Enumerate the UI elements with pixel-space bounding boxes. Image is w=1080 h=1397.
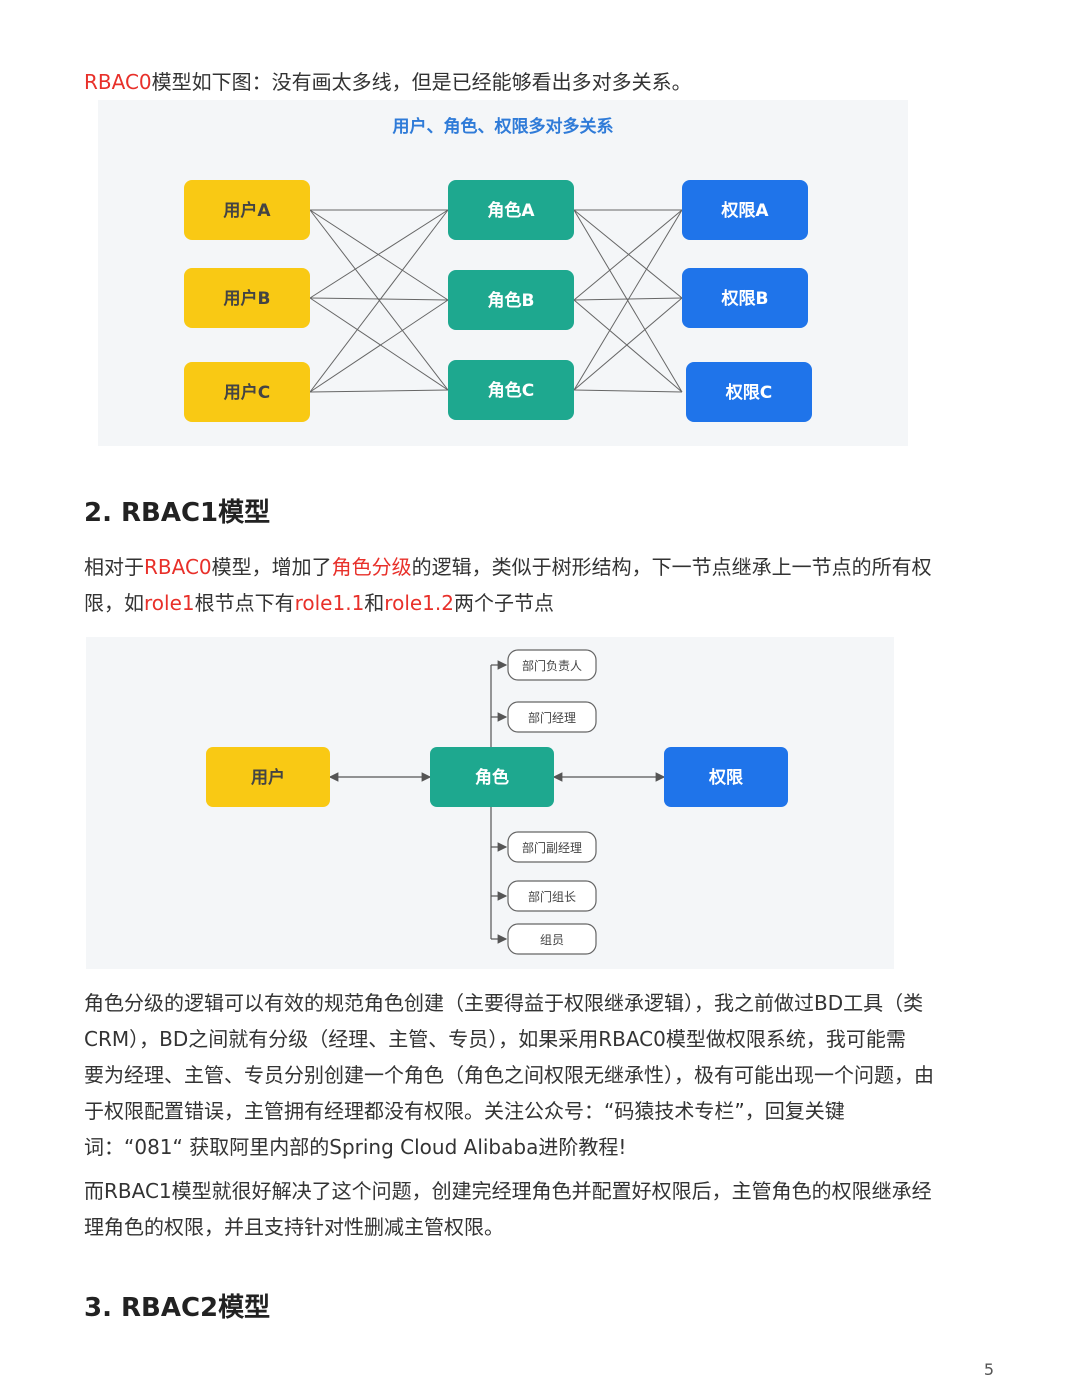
user-label: 用户 (251, 767, 285, 788)
child-role-label: 部门组长 (528, 889, 576, 904)
text-span: 的逻辑，类似于树形结构，下一节点继承上一节点的所有权 (411, 555, 932, 579)
role-a-label: 角色A (487, 200, 535, 221)
connection-line (573, 389, 683, 393)
child-role-node (507, 701, 597, 733)
user-node (206, 747, 330, 807)
text-span: 两个子节点 (453, 591, 554, 615)
text-span: 模型，增加了 (211, 555, 332, 579)
figure1-title: 用户、角色、权限多对多关系 (393, 116, 614, 137)
child-role-label: 组员 (540, 933, 564, 947)
connection-line (309, 297, 449, 301)
section-2-paragraph: 相对于RBAC0模型，增加了角色分级的逻辑，类似于树形结构，下一节点继承上一节点… (84, 549, 996, 621)
text-span: 根节点下有 (194, 591, 295, 615)
paragraph-line: 要为经理、主管、专员分别创建一个角色（角色之间权限无继承性），极有可能出现一个问… (84, 1063, 934, 1087)
child-role-node (507, 649, 597, 681)
connection-line (309, 299, 449, 393)
connection-line (573, 209, 683, 391)
paragraph-line: CRM），BD之间就有分级（经理、主管、专员），如果采用RBAC0模型做权限系统… (84, 1027, 906, 1051)
connection-line (573, 209, 683, 393)
highlight-role1-2: role1.2 (384, 591, 454, 615)
text-span: 和 (364, 591, 385, 615)
permission-c-node (686, 362, 812, 422)
permission-a-label: 权限A (720, 200, 769, 221)
user-b-node (184, 268, 310, 328)
highlight-role-hierarchy: 角色分级 (331, 555, 412, 579)
connection-line (573, 209, 683, 301)
role-c-node (448, 360, 574, 420)
paragraph-line: 角色分级的逻辑可以有效的规范角色创建（主要得益于权限继承逻辑），我之前做过BD工… (84, 991, 924, 1015)
highlight-role1: role1 (144, 591, 195, 615)
child-role-label: 部门负责人 (522, 658, 582, 673)
connection-line (309, 209, 449, 301)
hierarchy-explanation-paragraph: 角色分级的逻辑可以有效的规范角色创建（主要得益于权限继承逻辑），我之前做过BD工… (84, 985, 996, 1165)
role-c-label: 角色C (488, 380, 534, 401)
role-a-node (448, 180, 574, 240)
connection-line (573, 297, 683, 301)
connection-line (309, 209, 449, 391)
paragraph-line: 于权限配置错误，主管拥有经理都没有权限。关注公众号：“码猿技术专栏”，回复关键 (84, 1099, 845, 1123)
permission-b-label: 权限B (721, 288, 769, 309)
permission-b-node (682, 268, 808, 328)
permission-c-label: 权限C (725, 382, 772, 403)
child-role-node (507, 880, 597, 912)
figure1-connection-lines (309, 209, 683, 393)
permission-label: 权限 (708, 767, 743, 788)
connection-line (573, 297, 683, 391)
page-number: 5 (983, 1360, 994, 1379)
highlight-rbac0: RBAC0 (144, 555, 212, 579)
connection-line (309, 297, 449, 391)
paragraph-line: 理角色的权限，并且支持针对性删减主管权限。 (84, 1215, 504, 1239)
intro-text: RBAC0模型如下图：没有画太多线，但是已经能够看出多对多关系。 (84, 64, 996, 100)
intro-rest: 模型如下图：没有画太多线，但是已经能够看出多对多关系。 (151, 70, 692, 94)
highlight-role1-1: role1.1 (294, 591, 365, 615)
permission-a-node (682, 180, 808, 240)
connection-line (309, 389, 449, 393)
child-role-node (507, 831, 597, 863)
connection-line (573, 299, 683, 393)
permission-node (664, 747, 788, 807)
figure-many-to-many: 用户、角色、权限多对多关系 用户A 用户B 用户C 角色A 角色B 角色C 权限… (98, 100, 908, 446)
rbac1-solution-paragraph: 而RBAC1模型就很好解决了这个问题，创建完经理角色并配置好权限后，主管角色的权… (84, 1173, 996, 1245)
connection-line (309, 209, 449, 393)
user-b-label: 用户B (224, 288, 271, 309)
role-node (430, 747, 554, 807)
user-c-label: 用户C (224, 382, 270, 403)
intro-rbac0: RBAC0 (84, 70, 152, 94)
section-3-heading: 3. RBAC2模型 (84, 1293, 271, 1323)
child-role-node (507, 923, 597, 955)
figure-role-hierarchy: 用户 角色 权限 部门负责人 部门经理 部门副经理 部门组长 组员 (86, 637, 894, 969)
user-c-node (184, 362, 310, 422)
role-b-label: 角色B (488, 290, 535, 311)
paragraph-line: 词：“081“ 获取阿里内部的Spring Cloud Alibaba进阶教程! (84, 1135, 627, 1159)
text-span: 限，如 (84, 591, 144, 615)
connection-line (573, 209, 683, 299)
role-b-node (448, 270, 574, 330)
paragraph-line: 而RBAC1模型就很好解决了这个问题，创建完经理角色并配置好权限后，主管角色的权… (84, 1179, 932, 1203)
role-label: 角色 (475, 767, 509, 788)
user-a-node (184, 180, 310, 240)
connection-line (309, 209, 449, 299)
child-role-label: 部门经理 (528, 710, 576, 725)
child-role-label: 部门副经理 (522, 840, 582, 855)
user-a-label: 用户A (223, 200, 271, 221)
figure2-connection-lines (328, 660, 666, 944)
text-span: 相对于 (84, 555, 144, 579)
section-2-heading: 2. RBAC1模型 (84, 498, 271, 528)
